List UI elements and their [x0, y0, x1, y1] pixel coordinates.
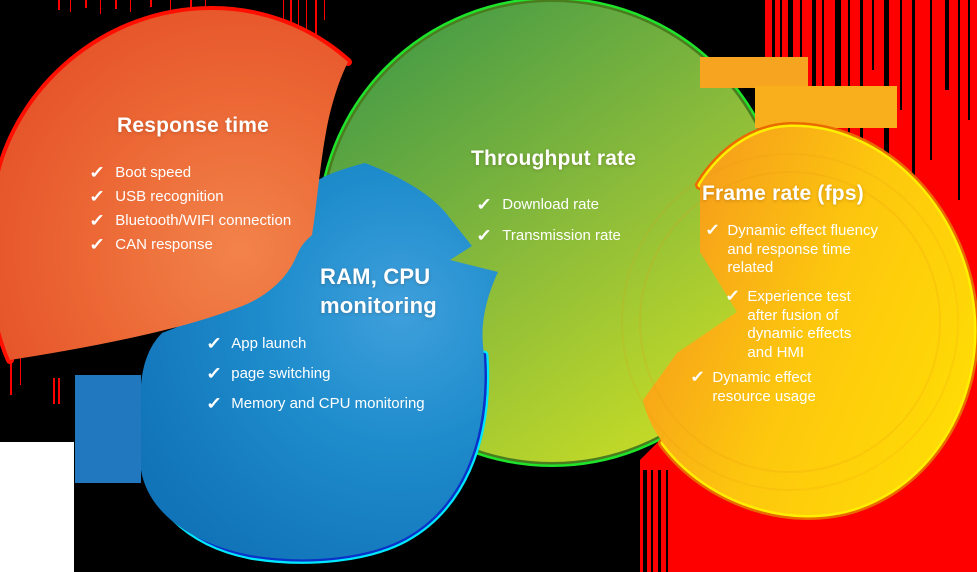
- section-title-frame-rate: Frame rate (fps): [702, 182, 864, 205]
- list-item: ✓ USB recognition: [89, 187, 224, 206]
- section-throughput-list: ✓ Download rate ✓ Transmission rate: [476, 196, 621, 258]
- blue-patch-rect: [75, 375, 141, 483]
- response-time-blob: [0, 5, 352, 364]
- list-item: ✓ page switching: [206, 364, 331, 383]
- list-item: ✓ Memory and CPU monitoring: [206, 394, 425, 413]
- list-item: ✓ Download rate: [476, 195, 599, 214]
- check-icon: ✓: [476, 226, 493, 245]
- check-icon: ✓: [89, 235, 106, 254]
- list-item: ✓ Boot speed: [89, 163, 192, 182]
- section-ram-cpu-list: ✓ App launch ✓ page switching ✓ Memory a…: [206, 335, 425, 425]
- frame-rate-step-rect-2: [755, 86, 897, 128]
- list-item: ✓ Experience test after fusion of dynami…: [725, 288, 852, 361]
- list-item: ✓ Transmission rate: [476, 226, 621, 245]
- section-title-throughput: Throughput rate: [471, 147, 637, 170]
- check-icon: ✓: [705, 222, 721, 239]
- check-icon: ✓: [206, 364, 223, 383]
- list-item: ✓ Dynamic effect resource usage: [690, 369, 816, 405]
- list-item: ✓ CAN response: [89, 235, 213, 254]
- list-item: ✓ App launch: [206, 334, 307, 353]
- glitch-streaks-top-left: [10, 0, 325, 404]
- check-icon: ✓: [725, 288, 741, 305]
- check-icon: ✓: [89, 211, 106, 230]
- list-item: ✓ Bluetooth/WIFI connection: [89, 211, 292, 230]
- glitch-stripes-bottom: [630, 470, 668, 572]
- check-icon: ✓: [476, 195, 493, 214]
- ram-cpu-blob: [75, 163, 498, 564]
- check-icon: ✓: [690, 369, 706, 386]
- frame-rate-blob: [621, 57, 977, 520]
- check-icon: ✓: [89, 163, 106, 182]
- check-icon: ✓: [89, 187, 106, 206]
- list-item: ✓ Dynamic effect fluency and response ti…: [705, 222, 879, 276]
- check-icon: ✓: [206, 394, 223, 413]
- frame-rate-step-rect-1: [700, 57, 808, 88]
- section-response-time-list: ✓ Boot speed ✓ USB recognition ✓ Bluetoo…: [89, 164, 291, 260]
- section-title-ram-cpu: RAM, CPU monitoring: [320, 264, 437, 318]
- section-title-response-time: Response time: [117, 114, 269, 137]
- white-patch: [0, 442, 74, 572]
- check-icon: ✓: [206, 334, 223, 353]
